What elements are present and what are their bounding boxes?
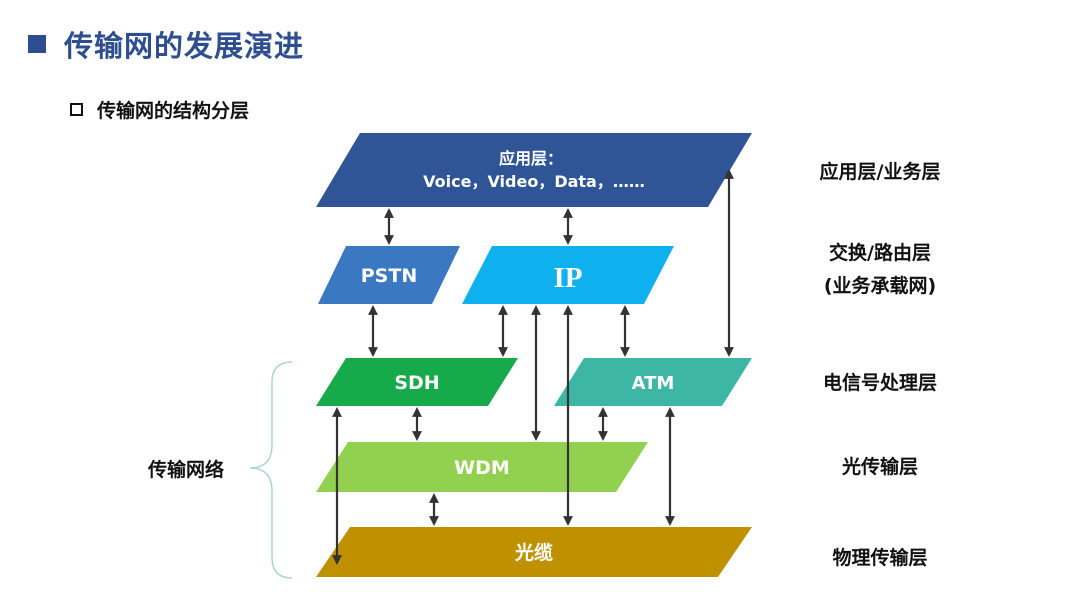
layer-pstn (318, 246, 460, 304)
cable-label: 光缆 (514, 541, 553, 564)
label-service-network: (业务承载网) (823, 275, 937, 297)
app-layer-label: 应用层： (499, 149, 563, 168)
layer-sdh (316, 358, 518, 406)
subtitle: 传输网的结构分层 (70, 96, 249, 123)
label-app-layer: 应用层/业务层 (819, 161, 941, 183)
layer-ip (462, 246, 674, 304)
wdm-label: WDM (454, 457, 510, 479)
sdh-label: SDH (394, 372, 439, 394)
layer-atm (554, 358, 752, 406)
label-physical-layer: 物理传输层 (832, 547, 928, 569)
ip-label: IP (554, 262, 583, 294)
title-square-icon (28, 35, 46, 53)
transport-brace (249, 361, 293, 579)
app-layer-services: Voice，Video，Data，…… (423, 172, 645, 191)
label-switch-layer: 交换/路由层 (829, 242, 931, 264)
label-electric-layer: 电信号处理层 (822, 372, 937, 394)
atm-label: ATM (632, 373, 675, 394)
pstn-label: PSTN (361, 265, 417, 287)
hollow-square-icon (70, 103, 83, 116)
page-title: 传输网的发展演进 (64, 29, 305, 63)
label-transport-network: 传输网络 (148, 459, 225, 481)
layer-cable (316, 527, 752, 577)
title-bar: 传输网的发展演进 (28, 24, 304, 64)
label-optical-layer: 光传输层 (841, 456, 918, 478)
layer-app (316, 133, 752, 207)
subtitle-text: 传输网的结构分层 (97, 100, 250, 122)
